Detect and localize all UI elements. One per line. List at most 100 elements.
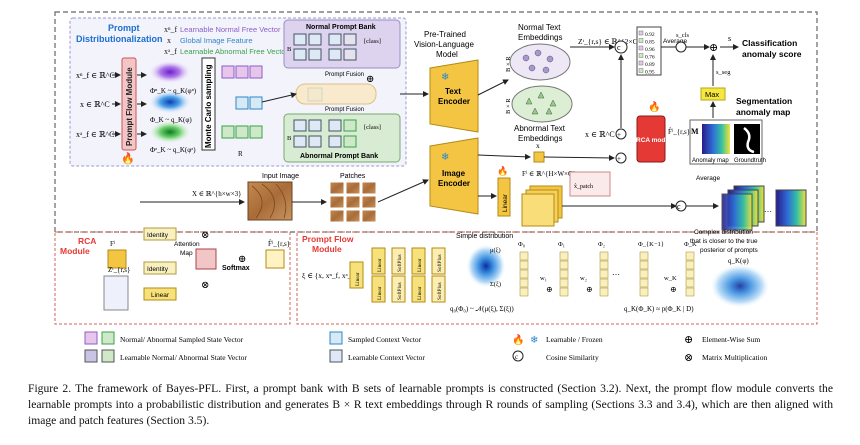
sym-x-global: x [167, 36, 171, 45]
legend-normal-free: Learnable Normal Free Vector [180, 25, 281, 34]
vlm-1: Pre-Trained [424, 30, 466, 39]
svg-text:c: c [515, 353, 518, 361]
vlm-3: Model [436, 50, 458, 59]
snowflake-icon-2: ❄ [441, 152, 449, 163]
sigma-label: Σ(ξ) [490, 281, 501, 288]
legend-cosine: Cosine Similarity [546, 353, 599, 362]
qK-label: q_K(Φ_K) ≈ p(Φ_K | D) [624, 305, 694, 313]
attention-map-grid [195, 248, 217, 270]
legend-global-image: Global Image Feature [180, 36, 253, 45]
prompt-fusion-2: Prompt Fusion [325, 107, 364, 113]
patches-grid [329, 181, 377, 223]
vlm-2: Vision-Language [414, 40, 474, 49]
plus-icon: ⊕ [366, 74, 374, 85]
abnormal-text-emb-1: Abnormal Text [514, 124, 566, 133]
complex-1: Complex distribution [694, 229, 753, 236]
w-label: w₂ [580, 275, 587, 282]
pf-block-label: SoftPlus [396, 254, 403, 272]
F-out: F̂ⁱ_{r,s} [268, 240, 290, 248]
text-encoder [429, 59, 479, 133]
rca-title-1: RCA [78, 236, 96, 246]
sampled-vectors-normal [221, 65, 263, 79]
plus-icon: ⊕ [670, 285, 677, 294]
svg-text:Identity: Identity [147, 266, 169, 273]
q0-label: q₀(Φ₀) ~ 𝒩(μ(ξ), Σ(ξ)) [450, 305, 514, 313]
R-label: R [238, 150, 243, 158]
svg-text:⊗: ⊗ [201, 280, 209, 291]
legend-matrix-mult: Matrix Multiplication [702, 353, 767, 362]
svg-text:…: … [764, 205, 772, 214]
caption-text: The framework of Bayes-PFL. First, a pro… [28, 382, 833, 427]
BxR-1: B × R [505, 56, 512, 72]
z-text: Zᵗ_{r,s} ∈ ℝ^{2×C} [578, 37, 641, 46]
pf-block [371, 247, 386, 275]
fire-icon-3: 🔥 [497, 165, 508, 176]
plus-icon: ⊕ [546, 285, 553, 294]
phi-mid: Φ_K ~ q_K(φ) [150, 116, 192, 124]
svg-text:⊗: ⊗ [201, 230, 209, 241]
Z-rca: Zᵗ_{r,s} [108, 266, 130, 274]
input-xn: xⁿ_f ∈ ℝ^C [76, 71, 115, 80]
pf-block [391, 275, 406, 303]
legend-sampled-state: Normal/ Abnormal Sampled State Vector [120, 335, 244, 344]
rca-module-box [636, 115, 666, 163]
map-stack: … [721, 185, 807, 231]
fire-icon-2: 🔥 [648, 100, 660, 113]
plus-icon: ⊕ [586, 285, 593, 294]
phi-label: Φ₁ [558, 241, 565, 248]
svg-text:x̂_patch: x̂_patch [574, 184, 593, 190]
class-score-1: Classification [742, 38, 797, 48]
simple-distribution: Simple distribution [456, 233, 513, 240]
w-label: w_K [664, 275, 677, 282]
pf-block-label: Linear [377, 286, 383, 300]
bank-B-normal: B [287, 46, 292, 53]
phi-label: Φ₀ [518, 241, 525, 248]
pf-block-label: SoftPlus [436, 254, 443, 272]
class-token-abnormal: [class] [364, 124, 381, 131]
legend-snowflake-icon: ❄ [530, 335, 538, 346]
input-xa: xᵃ_f ∈ ℝ^C [76, 130, 115, 139]
legend-learnable-frozen: Learnable / Frozen [546, 335, 603, 344]
groundtruth-label: Groundtruth [734, 158, 766, 164]
score-value: 0.85 [645, 40, 655, 46]
s-seg: s_seg [716, 69, 731, 76]
caption-prefix: Figure 2. [28, 382, 72, 395]
patch-stack: x̂_patch [569, 171, 611, 197]
F-patch: Fⁱ ∈ ℝ^{H×W×C} [522, 170, 576, 178]
normal-embeddings [509, 43, 571, 81]
pf-block-label: Linear [417, 258, 423, 272]
linear-v-label: Linear [502, 193, 509, 212]
F-hat: F̂ⁱ_{r,s} [668, 128, 690, 136]
bank-B-abnormal: B [287, 135, 292, 142]
softmax-label: Softmax [222, 265, 250, 272]
score-value: 0.95 [645, 70, 655, 76]
pf-block-label: SoftPlus [436, 282, 443, 300]
prompt-distr-title-1: Prompt [108, 23, 140, 33]
qK-phi: q_K(φ) [728, 257, 749, 265]
normal-text-emb-2: Embeddings [518, 33, 562, 42]
legend-plus-icon: ⊕ [684, 334, 693, 346]
svg-text:Identity: Identity [147, 232, 169, 239]
X-in: X ∈ ℝ^{h×w×3} [192, 190, 242, 198]
input-x: x ∈ ℝ^C [80, 100, 110, 109]
sampled-vectors-context [235, 96, 263, 110]
F-rca: Fⁱ [110, 240, 116, 248]
input-image-label: Input Image [262, 173, 299, 180]
x-token [533, 151, 545, 163]
class-token-normal: [class] [364, 38, 381, 45]
simple-dist-blob [466, 244, 506, 288]
seg-map-2: anomaly map [736, 107, 790, 117]
legend-element-sum: Element-Wise Sum [702, 335, 760, 344]
legend-learnable-context: Learnable Context Vector [348, 353, 425, 362]
figure-caption: Figure 2. The framework of Bayes-PFL. Fi… [28, 381, 833, 429]
anomaly-map-label: Anomaly map [692, 158, 729, 164]
sym-xn-free: xⁿ_f [164, 25, 178, 34]
seg-map-1: Segmentation [736, 96, 792, 106]
average-2: Average [696, 175, 720, 182]
svg-text:c: c [617, 43, 621, 52]
legend-sampled-context: Sampled Context Vector [348, 335, 422, 344]
phi-label: Φ_{K−1} [638, 241, 664, 248]
legend-mult-icon: ⊗ [684, 352, 693, 364]
anomaly-map [702, 124, 730, 154]
